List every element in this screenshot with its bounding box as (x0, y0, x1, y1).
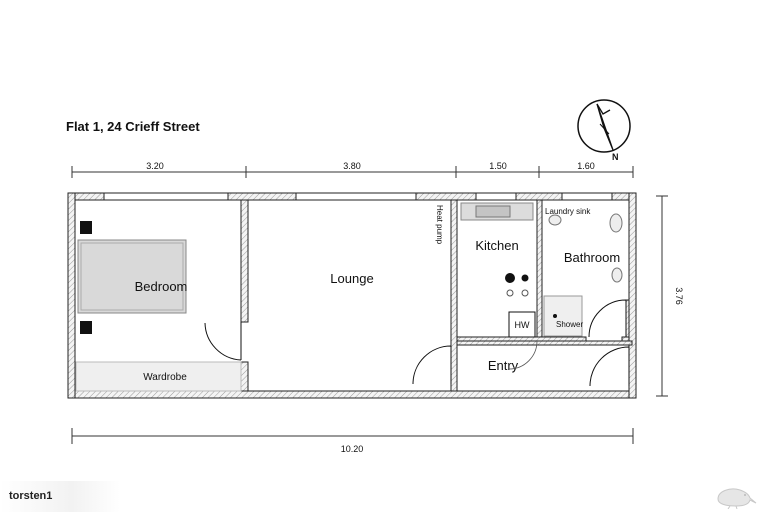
kitchen: Kitchen HW (460, 202, 536, 338)
compass-north-letter: N (612, 152, 619, 162)
room-label-entry: Entry (488, 358, 519, 373)
room-label-shower: Shower (556, 320, 583, 329)
dimension-height: 3.76 (674, 287, 684, 305)
windows (103, 192, 613, 201)
footer-band (0, 481, 120, 512)
top-dimension-line (71, 166, 634, 178)
bedside-table-top (80, 221, 92, 234)
toilet (609, 213, 623, 233)
wardrobe (75, 361, 242, 392)
room-label-kitchen: Kitchen (475, 238, 518, 253)
laundry-sink (548, 214, 562, 226)
bathroom-door (588, 299, 627, 338)
dimension-bathroom-width: 1.60 (577, 161, 595, 171)
watermark-username: torsten1 (9, 490, 53, 502)
lounge-door (412, 345, 452, 385)
kitchen-door-swing (508, 340, 538, 370)
lounge: Lounge Heat pump (330, 205, 452, 385)
entry: Entry (488, 340, 630, 387)
room-label-hw: HW (515, 320, 530, 330)
kitchen-sink (475, 205, 511, 218)
room-label-bathroom: Bathroom (564, 250, 620, 265)
heat-pump-label: Heat pump (435, 205, 444, 245)
bathroom: Laundry sink Bathroom Shower (543, 207, 627, 338)
bedside-table-bottom (80, 321, 92, 334)
bottom-dimension-line (71, 428, 634, 444)
bedroom-door (204, 322, 242, 361)
north-arrow-icon: N (577, 99, 631, 162)
dimension-total-width: 10.20 (341, 444, 364, 454)
bed (77, 239, 187, 314)
dimension-lounge-width: 3.80 (343, 161, 361, 171)
dimension-bedroom-width: 3.20 (146, 161, 164, 171)
footer-bar: torsten1 (0, 481, 768, 512)
dimension-kitchen-width: 1.50 (489, 161, 507, 171)
front-door (589, 346, 630, 387)
bedroom: Bedroom Wardrobe (75, 221, 242, 392)
hot-water-cylinder (508, 311, 536, 338)
room-label-wardrobe: Wardrobe (143, 372, 187, 383)
room-label-bedroom: Bedroom (135, 279, 188, 294)
shower (543, 295, 583, 337)
vanity-basin (611, 267, 623, 283)
kiwi-icon (717, 488, 757, 509)
floor-plan-svg: Flat 1, 24 Crieff Street N 3.20 3.80 1.5… (66, 99, 684, 454)
right-dimension-line (656, 195, 668, 397)
plan-title: Flat 1, 24 Crieff Street (66, 119, 200, 134)
laundry-sink-label: Laundry sink (545, 207, 591, 216)
room-label-lounge: Lounge (330, 271, 373, 286)
stove-icon (505, 273, 529, 297)
